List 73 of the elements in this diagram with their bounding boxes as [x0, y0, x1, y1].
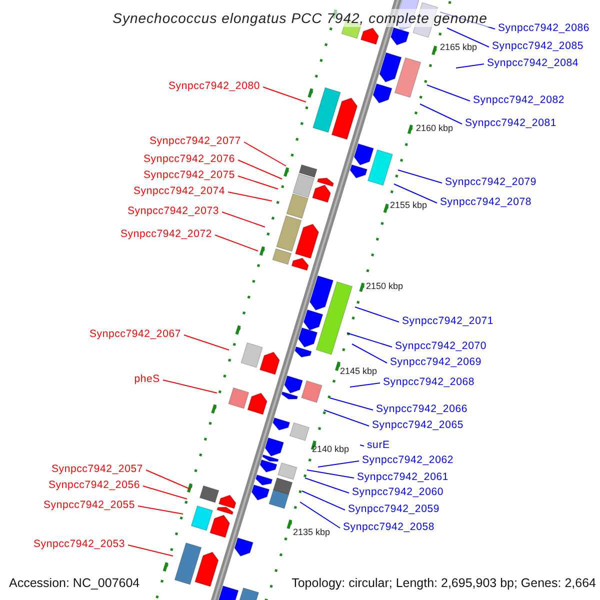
leader-line — [440, 12, 496, 30]
leader-line — [244, 142, 286, 166]
gene-label: Synpcc7942_2067 — [90, 328, 181, 340]
gene-label: Synpcc7942_2058 — [343, 521, 434, 533]
gene-label: Synpcc7942_2074 — [134, 185, 225, 197]
leader-line — [162, 380, 218, 394]
position-label: 2145 kbp — [340, 366, 378, 376]
gene-label: pheS — [134, 373, 160, 385]
position-label: 2135 kbp — [293, 527, 330, 537]
leader-line — [456, 64, 484, 68]
position-label: 2155 kbp — [390, 200, 428, 210]
gene-label: Synpcc7942_2069 — [390, 356, 482, 368]
leader-line — [350, 382, 380, 388]
gene-label: Synpcc7942_2082 — [473, 94, 564, 106]
position-label: 2150 kbp — [366, 281, 404, 291]
leader-line — [360, 444, 364, 446]
gene-label: Synpcc7942_2059 — [348, 503, 440, 515]
gene-label: Synpcc7942_2070 — [395, 340, 486, 352]
leader-line — [306, 470, 354, 478]
gene-label: Synpcc7942_2075 — [144, 169, 235, 181]
leader-line — [398, 170, 442, 184]
gene-label: Synpcc7942_2077 — [150, 135, 241, 147]
leader-line — [184, 334, 230, 350]
gene-label: Synpcc7942_2071 — [402, 315, 494, 327]
leader-line — [346, 332, 392, 348]
gene-label: Synpcc7942_2085 — [492, 40, 584, 52]
leader-line — [426, 84, 470, 102]
genome-summary: Topology: circular; Length: 2,695,903 bp; Genes: 2,664 — [292, 576, 596, 590]
gene-label: Synpcc7942_2080 — [168, 80, 260, 92]
gene-label: Synpcc7942_2061 — [357, 471, 448, 483]
leader-line — [146, 470, 190, 490]
leader-line — [318, 460, 360, 468]
leader-line — [214, 234, 258, 252]
gene-label: Synpcc7942_2056 — [48, 479, 140, 491]
gene-label: Synpcc7942_2084 — [487, 57, 578, 69]
gene-label: Synpcc7942_2060 — [352, 486, 444, 498]
gene-label: Synpcc7942_2072 — [120, 228, 212, 240]
leader-line — [330, 398, 374, 410]
leader-line — [394, 184, 438, 204]
leader-line — [352, 344, 388, 364]
position-label: 2160 kbp — [416, 123, 454, 133]
position-label: 2140 kbp — [312, 444, 350, 454]
gene-label: Synpcc7942_2065 — [372, 419, 464, 431]
leader-line — [128, 544, 174, 556]
leader-line — [304, 478, 350, 494]
leader-line — [262, 86, 306, 102]
leader-line — [324, 410, 370, 426]
leader-line — [238, 176, 278, 190]
gene-label: Synpcc7942_2062 — [362, 454, 454, 466]
leader-line — [420, 104, 462, 124]
gene-label: Synpcc7942_2073 — [128, 205, 219, 217]
gene-label: Synpcc7942_2057 — [52, 463, 143, 475]
accession-label: Accession: NC_007604 — [9, 576, 140, 590]
gene-label: Synpcc7942_2055 — [44, 499, 135, 511]
gene-label: Synpcc7942_2076 — [144, 153, 235, 165]
position-label: 2165 kbp — [440, 42, 478, 52]
gene-label: Synpcc7942_2081 — [465, 117, 556, 129]
leader-line — [354, 306, 400, 322]
gene-label: Synpcc7942_2079 — [445, 176, 536, 188]
gene-label: Synpcc7942_2078 — [440, 196, 532, 208]
leader-line — [142, 486, 188, 500]
leader-line — [302, 490, 346, 510]
gene-label: surE — [367, 439, 390, 451]
leader-line — [222, 212, 266, 228]
leader-line — [138, 506, 184, 514]
leader-line — [238, 160, 282, 180]
gene-label: Synpcc7942_2068 — [383, 376, 474, 388]
leader-line — [446, 28, 490, 48]
leader-line — [300, 502, 340, 528]
gene-label: Synpcc7942_2086 — [498, 22, 590, 34]
gene-label: Synpcc7942_2053 — [34, 538, 125, 550]
leader-line — [228, 192, 272, 202]
gene-label: Synpcc7942_2066 — [376, 403, 468, 415]
